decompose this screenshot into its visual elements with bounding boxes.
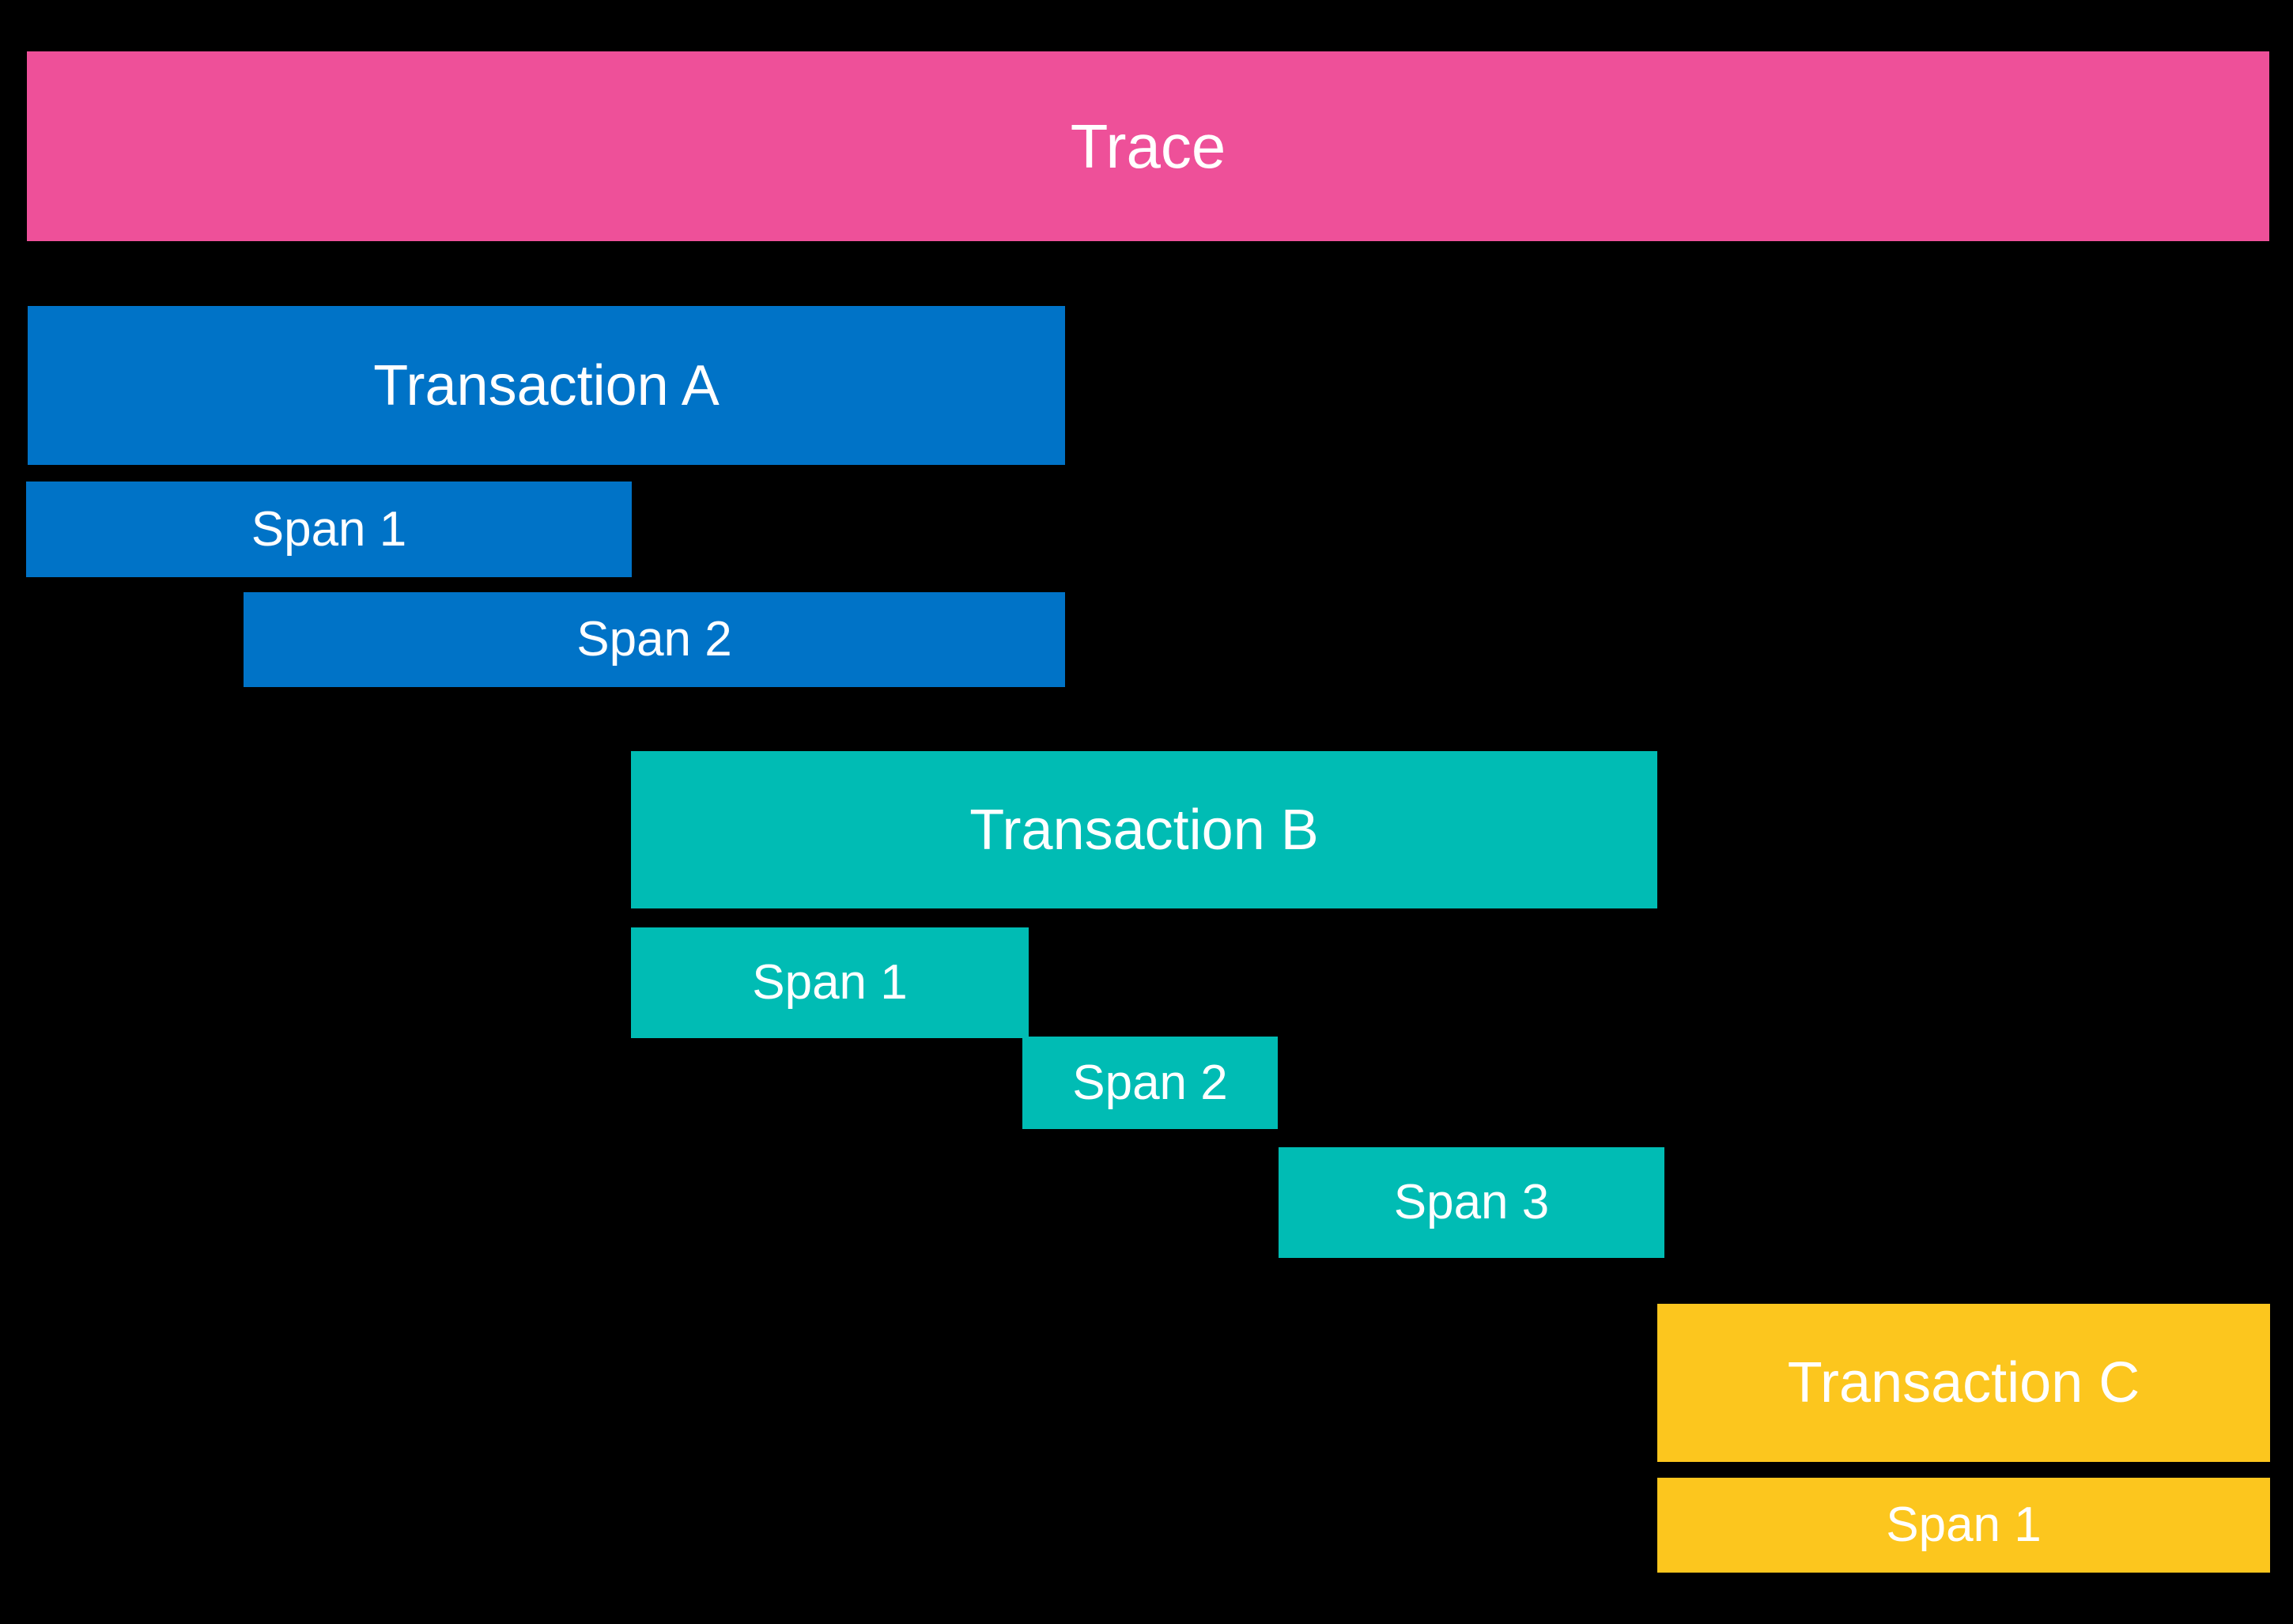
transaction-b-label: Transaction B xyxy=(969,798,1319,862)
transaction-b-span-1-label: Span 1 xyxy=(752,955,908,1010)
transaction-a-span-1-bar: Span 1 xyxy=(26,482,632,577)
transaction-b-bar: Transaction B xyxy=(631,751,1657,908)
trace-bar-label: Trace xyxy=(1070,111,1226,181)
transaction-a-bar: Transaction A xyxy=(28,306,1065,465)
transaction-a-label: Transaction A xyxy=(373,353,720,417)
transaction-c-span-1-bar: Span 1 xyxy=(1657,1478,2270,1573)
transaction-b-span-1-bar: Span 1 xyxy=(631,927,1029,1038)
transaction-c-label: Transaction C xyxy=(1787,1351,2140,1414)
transaction-c-span-1-label: Span 1 xyxy=(1886,1497,2042,1552)
transaction-a-span-2-label: Span 2 xyxy=(576,612,732,667)
transaction-c-bar: Transaction C xyxy=(1657,1304,2270,1462)
transaction-b-span-2-bar: Span 2 xyxy=(1022,1037,1278,1129)
transaction-a-span-1-label: Span 1 xyxy=(251,501,407,557)
transaction-b-span-3-bar: Span 3 xyxy=(1279,1147,1664,1258)
transaction-b-span-2-label: Span 2 xyxy=(1072,1055,1228,1110)
trace-bar: Trace xyxy=(27,51,2269,241)
transaction-b-span-3-label: Span 3 xyxy=(1393,1175,1550,1229)
transaction-a-span-2-bar: Span 2 xyxy=(244,592,1065,687)
